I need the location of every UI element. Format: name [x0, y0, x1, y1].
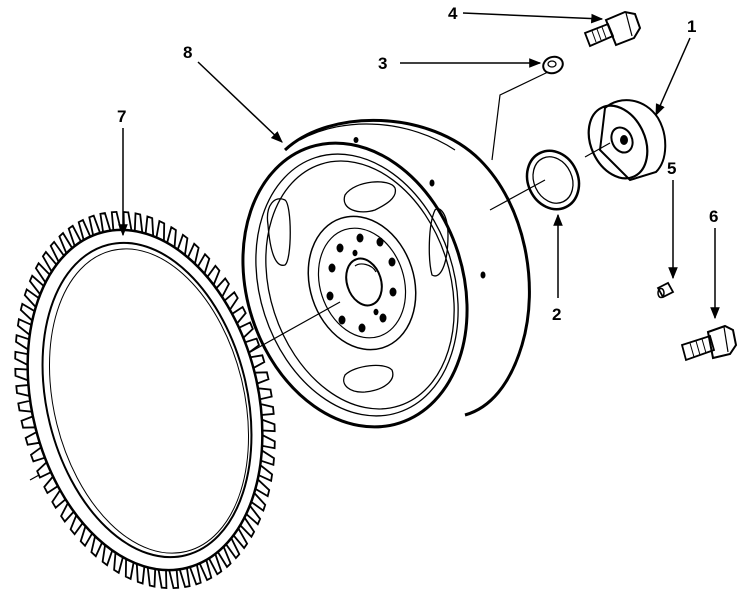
flywheel-hub-outer: [307, 215, 417, 351]
flywheel-recess-pockets: [266, 181, 449, 393]
hex-bolt: [680, 324, 738, 362]
flywheel-drum-side: [285, 120, 529, 420]
callout-5: 5: [667, 159, 676, 178]
flywheel-front-face-inner: [265, 160, 455, 410]
seal-ring-inner: [532, 156, 574, 204]
adapter-disc-bore: [610, 126, 634, 154]
seal-ring: [525, 149, 581, 211]
callout-8: 8: [183, 43, 192, 62]
hex-bolt-shank: [680, 334, 716, 362]
adapter-disc-side: [598, 99, 667, 182]
adapter-disc-bore-inner: [620, 135, 628, 145]
flywheel-front-face-outer: [241, 141, 469, 429]
washer-location-line: [491, 71, 549, 161]
flywheel: [241, 118, 531, 429]
ring-gear-outer-rim: [26, 228, 264, 572]
washer-hole: [547, 60, 557, 68]
adapter-disc: [587, 99, 667, 182]
washer: [542, 55, 564, 75]
flywheel-center-bore: [345, 257, 383, 307]
flywheel-center-bore-depth: [354, 263, 377, 273]
ring-gear-inner-rim: [41, 241, 253, 559]
flywheel-hub-ring: [317, 227, 407, 339]
callout-labels: 1 2 3 4 5 6 7 8: [117, 4, 718, 324]
flywheel-bolt-holes: [326, 137, 486, 333]
leader-arrows: [118, 12, 720, 320]
flywheel-top-edge: [299, 123, 456, 151]
flywheel-back-rim: [283, 118, 531, 417]
callout-2: 2: [552, 305, 561, 324]
set-screw: [656, 281, 675, 299]
callout-6: 6: [709, 207, 718, 226]
leader-arrow-8: [197, 61, 283, 143]
flange-bolt: [583, 10, 642, 48]
flywheel-front-face-rim: [255, 153, 459, 417]
callout-3: 3: [378, 54, 387, 73]
callout-4: 4: [448, 4, 458, 23]
ring-gear: [14, 210, 276, 590]
ring-gear-inner-edge: [48, 248, 250, 554]
hex-bolt-head: [706, 324, 738, 360]
leader-arrow-1: [655, 37, 691, 117]
flange-bolt-head: [604, 10, 642, 47]
adapter-disc-face: [587, 104, 649, 180]
seal-ring-outer: [525, 149, 581, 211]
washer-body: [542, 55, 564, 75]
callout-7: 7: [117, 107, 126, 126]
leader-arrow-4: [462, 12, 604, 24]
callout-1: 1: [687, 17, 696, 36]
